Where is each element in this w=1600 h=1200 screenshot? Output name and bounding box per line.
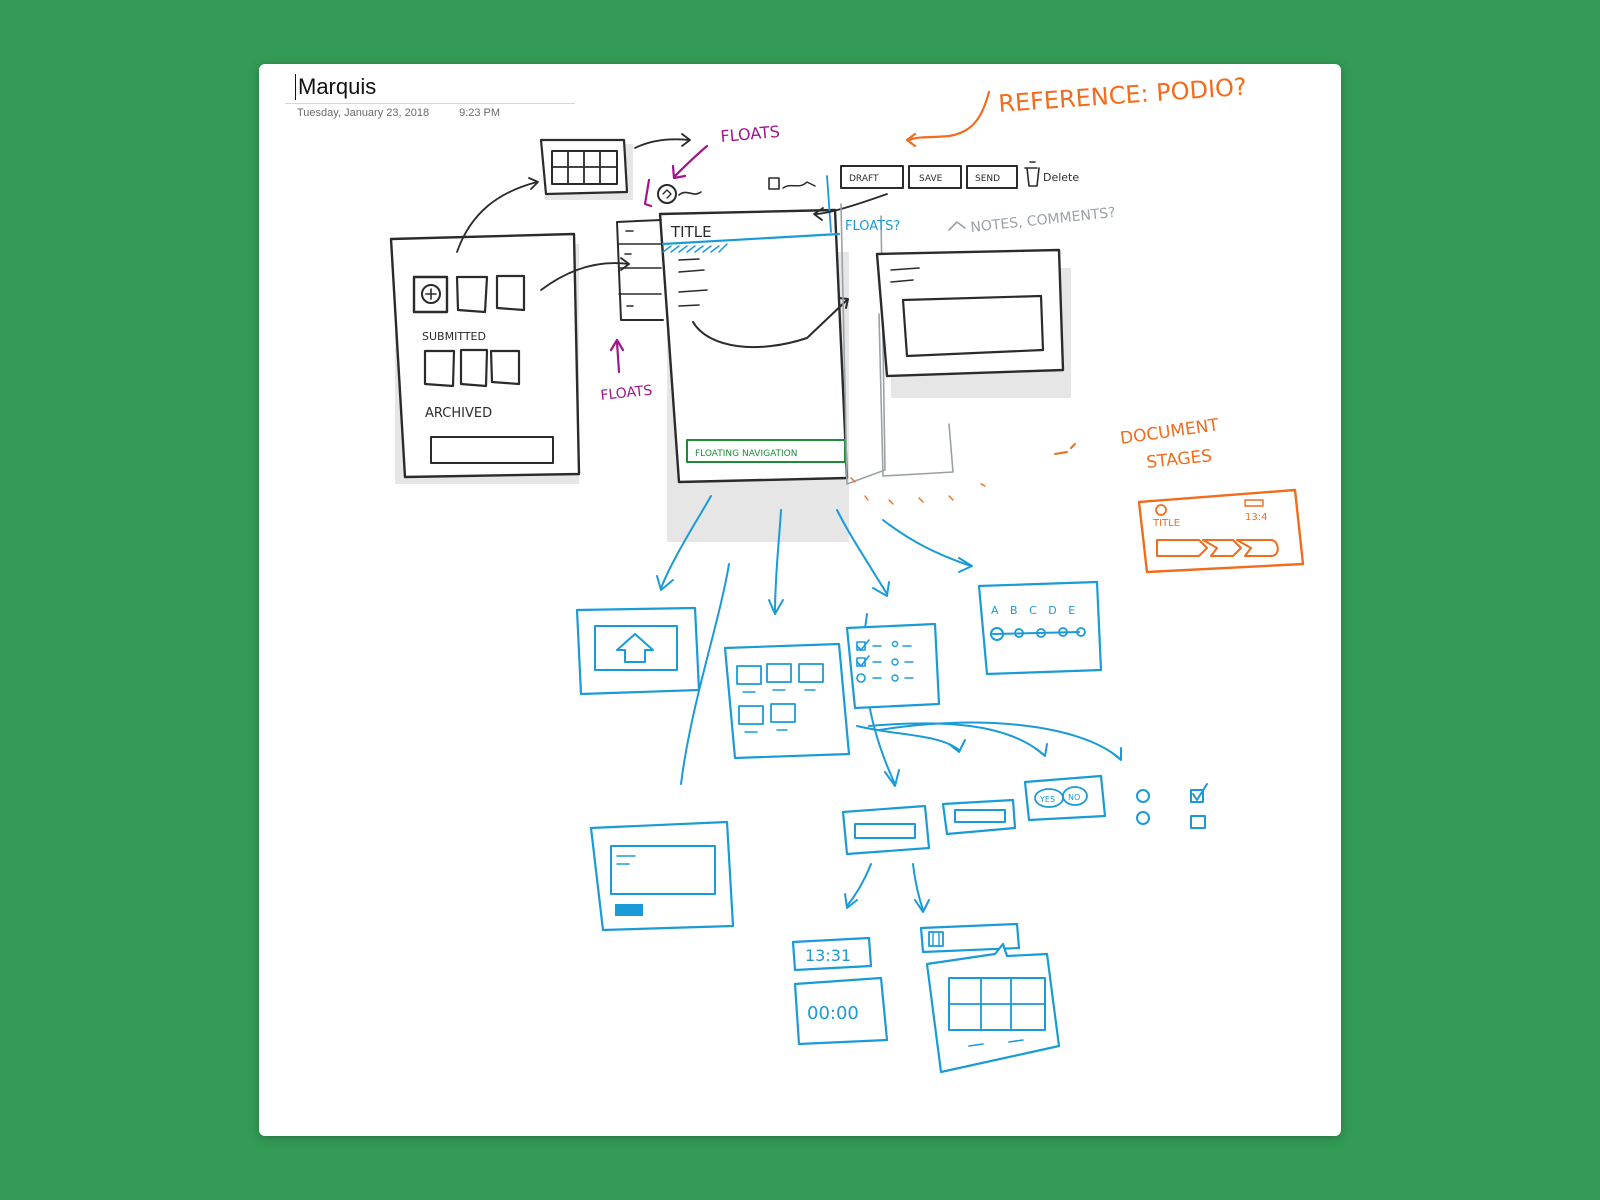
checklist-card-sketch — [845, 622, 941, 710]
dashboard-sketch: SUBMITTED ARCHIVED — [389, 232, 581, 484]
textarea-card-sketch — [589, 820, 735, 932]
label-document-1: DOCUMENT — [1119, 415, 1221, 449]
wireframe-sketch[interactable]: SUBMITTED ARCHIVED TITLE — [259, 64, 1341, 1136]
grid-card-sketch — [539, 138, 633, 200]
note-meta: Tuesday, January 23, 2018 9:23 PM — [295, 107, 575, 119]
note-header: Marquis Tuesday, January 23, 2018 9:23 P… — [285, 74, 575, 119]
label-reference-podio: REFERENCE: PODIO? — [997, 73, 1247, 118]
label-stage-letters: A B C D E — [991, 604, 1079, 617]
label-archived: ARCHIVED — [425, 406, 492, 421]
calendar-picker-sketch — [919, 922, 1061, 1074]
btn-draft: DRAFT — [849, 174, 879, 184]
label-no: NO — [1068, 793, 1080, 802]
label-floats-left: FLOATS — [600, 383, 654, 404]
document-editor-sketch: TITLE FLOATING NAVIGATION — [616, 208, 849, 542]
page-title[interactable]: Marquis — [295, 74, 575, 100]
label-floats-right: FLOATS? — [845, 219, 900, 234]
label-notes-comments: NOTES, COMMENTS? — [970, 205, 1117, 236]
label-floats-top: FLOATS — [720, 122, 781, 146]
label-orange-title: TITLE — [1152, 518, 1180, 529]
btn-send: SEND — [975, 174, 1000, 184]
toolbar-sketch: DRAFT SAVE SEND Delete — [643, 161, 1079, 233]
btn-save: SAVE — [919, 174, 943, 184]
side-panel-sketch: FLOATS? NOTES, COMMENTS? — [840, 203, 1117, 485]
time-picker-sketch: 13:31 00:00 — [791, 936, 889, 1046]
label-title-field: TITLE — [670, 223, 712, 241]
note-date: Tuesday, January 23, 2018 — [297, 107, 430, 119]
title-divider — [285, 103, 575, 104]
blue-flows — [656, 495, 1122, 787]
onenote-page: Marquis Tuesday, January 23, 2018 9:23 P… — [259, 64, 1341, 1136]
label-orange-time: 13:4 — [1245, 512, 1267, 523]
btn-delete: Delete — [1043, 171, 1079, 184]
upload-card-sketch — [575, 606, 701, 696]
label-floating-nav: FLOATING NAVIGATION — [695, 449, 798, 459]
gallery-card-sketch — [723, 642, 851, 760]
label-submitted: SUBMITTED — [422, 330, 486, 343]
label-yes: YES — [1039, 795, 1055, 804]
label-time-1: 13:31 — [805, 946, 851, 965]
input-cards-sketch: YES NO — [841, 774, 1208, 856]
stages-card-sketch: A B C D E — [977, 580, 1103, 676]
label-time-2: 00:00 — [807, 1003, 859, 1024]
note-time: 9:23 PM — [459, 107, 501, 119]
label-document-2: STAGES — [1145, 446, 1213, 473]
